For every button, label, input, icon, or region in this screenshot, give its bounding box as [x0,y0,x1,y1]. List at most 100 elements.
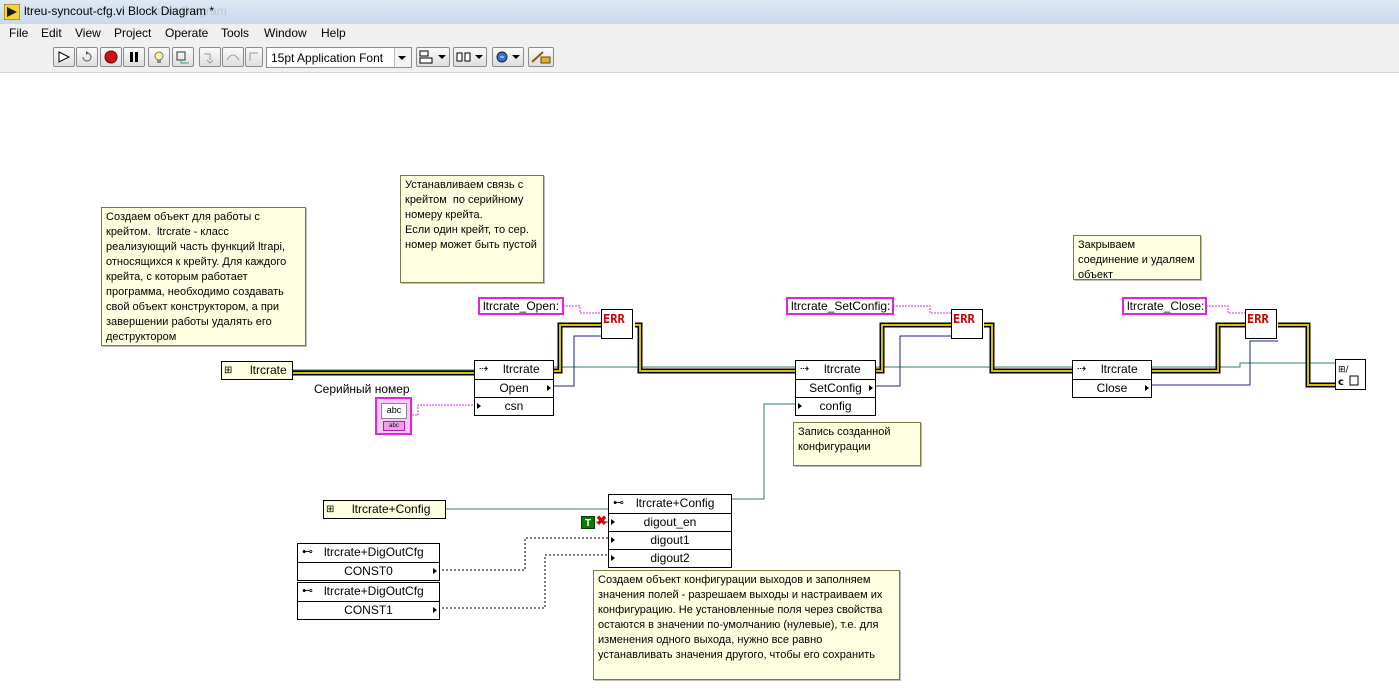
menu-tools[interactable]: Tools [221,26,250,40]
input-terminal-icon [611,537,615,543]
pause-button[interactable] [123,47,145,67]
prop-label: digout1 [650,533,690,547]
svg-text:⊞/: ⊞/ [1338,365,1350,375]
cleanup-diagram-button[interactable] [528,47,554,67]
menu-file[interactable]: File [9,26,29,40]
abort-icon [104,50,118,64]
comment-close[interactable]: Закрываем соединение и удаляем объект [1073,235,1201,281]
property-node-digoutcfg-const0[interactable]: ⊷ltrcrate+DigOutCfg CONST0 [297,543,440,581]
invoke-arrow-icon: ⇢ [479,363,489,375]
invoke-node-close[interactable]: ⇢ltrcrate Close [1072,360,1152,398]
method-setconfig[interactable]: SetConfig [796,380,875,398]
string-constant-close[interactable]: ltrcrate_Close: [1122,297,1207,315]
labview-app-icon [4,4,20,20]
align-icon [419,50,446,64]
class-constant-label: ltrcrate [250,363,287,377]
menu-help[interactable]: Help [321,26,346,40]
class-constant-icon: ⊞ [326,504,335,515]
menu-view[interactable]: View [75,26,101,40]
string-control-sublabel: abc [383,421,405,431]
step-over-button[interactable] [222,47,244,67]
property-icon: ⊷ [302,585,313,597]
menu-project[interactable]: Project [114,26,152,40]
invoke-node-class: ltrcrate [503,362,540,376]
param-config[interactable]: config [796,398,875,415]
error-label: ERR [953,312,975,326]
error-label: ERR [1247,312,1269,326]
class-constant-ltrcrate[interactable]: ⊞ ltrcrate [221,361,293,380]
step-into-icon [204,53,214,64]
destructor-node[interactable]: ⊞/ c [1335,359,1366,390]
highlight-execution-button[interactable] [148,47,170,67]
method-close[interactable]: Close [1073,380,1151,397]
prop-digout1[interactable]: digout1 [609,532,731,550]
boolean-constant-true[interactable]: T [581,516,595,529]
highlight-execution-icon [154,51,164,63]
chevron-down-icon [394,48,411,67]
output-terminal-icon [433,607,437,613]
distribute-icon [456,52,483,62]
digoutcfg-value[interactable]: CONST1 [298,602,439,619]
reorder-button[interactable] [492,47,524,67]
invoke-node-open[interactable]: ⇢ ltrcrate Open csn [474,360,554,416]
string-constant-open[interactable]: ltrcrate_Open: [478,297,564,315]
property-icon: ⊷ [613,497,624,509]
error-handler-setconfig[interactable]: ERR [951,309,983,339]
reorder-icon [496,51,520,63]
step-out-button[interactable] [245,47,263,67]
digoutcfg-value[interactable]: CONST0 [298,563,439,580]
param-csn[interactable]: csn [475,398,553,415]
property-node-class: ltrcrate+DigOutCfg [324,584,424,598]
title-bar: ltreu-syncout-cfg.vi Block Diagram * Fro… [0,0,1399,25]
retain-wire-values-button[interactable] [172,47,194,67]
run-button[interactable] [53,47,75,67]
output-terminal-icon [869,385,873,391]
invoke-node-setconfig[interactable]: ⇢ ltrcrate SetConfig config [795,360,876,416]
comment-write-config[interactable]: Запись созданной конфигурации [793,422,921,466]
output-terminal-icon [433,568,437,574]
invoke-arrow-icon: ⇢ [800,363,810,375]
prop-label: digout2 [650,551,690,565]
method-label: Open [499,381,529,395]
distribute-objects-button[interactable] [453,47,487,67]
menu-edit[interactable]: Edit [41,26,62,40]
error-handler-open[interactable]: ERR [601,309,633,339]
prop-digout2[interactable]: digout2 [609,550,731,567]
class-constant-label: ltrcrate+Config [352,502,431,516]
param-label: config [819,399,852,413]
output-terminal-icon [547,385,551,391]
output-terminal-icon [1145,385,1149,391]
class-constant-config[interactable]: ⊞ ltrcrate+Config [323,500,446,519]
comment-create-object[interactable]: Создаем объект для работы с крейтом. ltr… [101,207,306,346]
prop-label: digout_en [643,515,697,529]
method-open[interactable]: Open [475,380,553,398]
serial-number-control[interactable]: abc abc [375,397,412,435]
comment-connect[interactable]: Устанавливаем связь с крейтом по серийно… [400,175,544,283]
input-terminal-icon [611,519,615,525]
invoke-node-class: ltrcrate [824,362,861,376]
param-label: csn [504,399,524,413]
retain-wire-values-icon [176,51,189,64]
abort-button[interactable] [100,47,122,67]
invoke-node-class: ltrcrate [1101,362,1138,376]
pause-icon [130,52,138,62]
comment-config-object[interactable]: Создаем объект конфигурации выходов и за… [593,570,900,680]
align-objects-button[interactable] [416,47,450,67]
input-terminal-icon [611,555,615,561]
step-into-button[interactable] [199,47,221,67]
toolbar: 15pt Application Font [0,43,1399,73]
run-continuously-button[interactable] [76,47,98,67]
prop-digout-en[interactable]: digout_en [609,514,731,532]
font-select[interactable]: 15pt Application Font [266,47,412,68]
property-node-config[interactable]: ⊷ltrcrate+Config digout_en digout1 digou… [608,494,732,568]
property-node-digoutcfg-const1[interactable]: ⊷ ltrcrate+DigOutCfg CONST1 [297,582,440,620]
input-terminal-icon [477,403,481,409]
block-diagram-canvas[interactable]: Создаем объект для работы с крейтом. ltr… [0,73,1399,698]
method-label: SetConfig [809,381,862,395]
error-handler-close[interactable]: ERR [1245,309,1277,339]
menu-window[interactable]: Window [264,26,307,40]
svg-text:c: c [1338,377,1344,388]
font-select-value: 15pt Application Font [271,51,384,65]
string-constant-setconfig[interactable]: ltrcrate_SetConfig: [786,297,894,315]
menu-operate[interactable]: Operate [165,26,209,40]
